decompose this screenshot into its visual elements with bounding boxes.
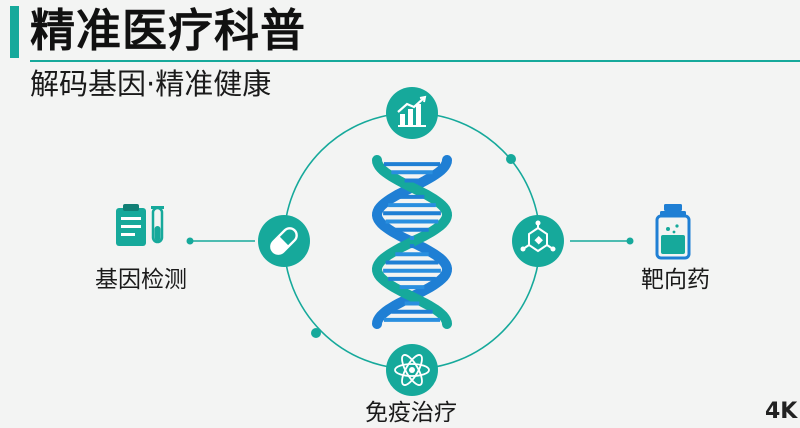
corner-watermark: 4K bbox=[765, 399, 798, 424]
orbit-dot bbox=[311, 328, 321, 338]
connector-dot bbox=[186, 237, 194, 245]
clipboard-testtube-icon bbox=[116, 204, 164, 246]
atom-icon bbox=[386, 344, 438, 396]
title-accent-bar bbox=[10, 6, 19, 58]
node-label-immunotherapy: 免疫治疗 bbox=[365, 400, 457, 426]
connector-dot bbox=[626, 237, 634, 245]
chart-growth-icon bbox=[386, 87, 438, 139]
molecule-icon bbox=[512, 215, 564, 267]
capsule-icon bbox=[258, 215, 310, 267]
page-title: 精准医疗科普 bbox=[30, 4, 307, 57]
medicine-bottle-icon bbox=[655, 204, 691, 260]
node-label-targeted-drug: 靶向药 bbox=[641, 267, 710, 293]
page-subtitle: 解码基因·精准健康 bbox=[30, 67, 272, 101]
dna-helix-icon bbox=[371, 155, 453, 329]
title-divider bbox=[30, 60, 800, 62]
orbit-dot bbox=[506, 154, 516, 164]
node-label-gene-testing: 基因检测 bbox=[95, 267, 187, 293]
dna-strand-teal bbox=[371, 155, 453, 329]
precision-medicine-diagram bbox=[116, 87, 691, 396]
